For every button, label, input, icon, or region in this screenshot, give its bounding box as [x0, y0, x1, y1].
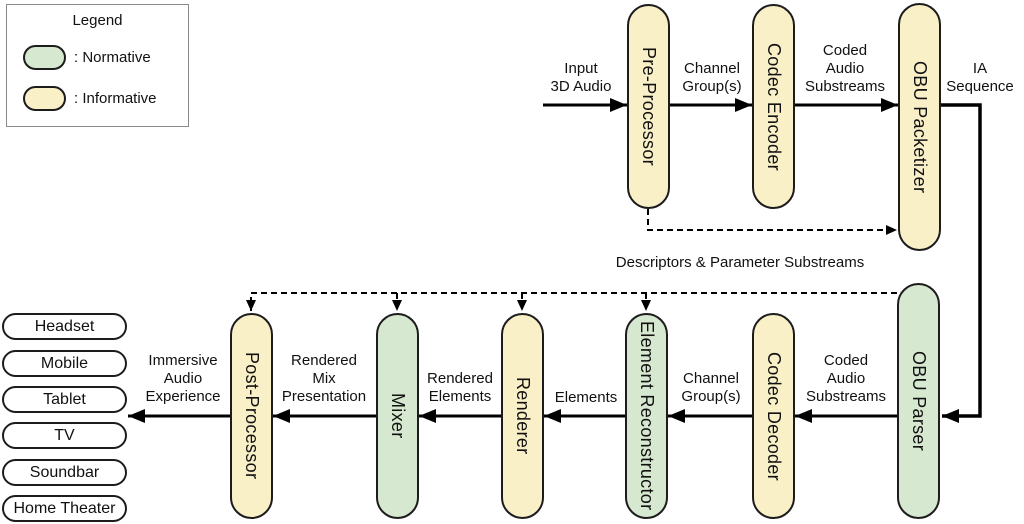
node-post-processor: Post-Processor [230, 313, 273, 519]
label-coded-audio-substreams-dec: Coded Audio Substreams [805, 352, 887, 405]
legend-item-informative: : Informative [23, 86, 188, 111]
node-label: Codec Decoder [764, 351, 784, 481]
label-descriptors: Descriptors & Parameter Substreams [615, 254, 865, 271]
label-immersive-audio-experience: Immersive Audio Experience [145, 352, 221, 405]
device-tv: TV [2, 422, 127, 449]
node-label: Codec Encoder [764, 42, 784, 171]
node-obu-parser: OBU Parser [897, 283, 940, 519]
device-tablet: Tablet [2, 386, 127, 413]
node-label: OBU Parser [909, 350, 929, 452]
arrow-ia-sequence [941, 103, 982, 423]
legend-box: Legend : Normative : Informative [6, 4, 189, 127]
node-renderer: Renderer [501, 313, 544, 519]
legend-item-label: : Informative [74, 90, 157, 107]
node-label: OBU Packetizer [910, 60, 930, 194]
node-obu-packetizer: OBU Packetizer [898, 3, 941, 251]
node-element-reconstructor: Element Reconstructor [625, 313, 668, 519]
label-rendered-mix-presentation: Rendered Mix Presentation [281, 352, 367, 405]
label-input-3d-audio: Input 3D Audio [550, 60, 612, 95]
dashed-preprocessor-to-packetizer [647, 209, 897, 235]
dashed-parser-to-postprocessor [246, 292, 897, 311]
informative-swatch-icon [23, 86, 66, 111]
device-mobile: Mobile [2, 350, 127, 377]
node-label: Post-Processor [242, 352, 262, 480]
label-rendered-elements: Rendered Elements [427, 370, 493, 405]
node-codec-encoder: Codec Encoder [752, 4, 795, 209]
node-codec-decoder: Codec Decoder [752, 313, 795, 519]
device-soundbar: Soundbar [2, 459, 127, 486]
label-ia-sequence: IA Sequence [946, 60, 1014, 95]
label-elements: Elements [554, 389, 618, 406]
normative-swatch-icon [23, 45, 66, 70]
node-label: Element Reconstructor [637, 321, 657, 511]
node-label: Pre-Processor [639, 47, 659, 166]
device-home-theater: Home Theater [2, 495, 127, 522]
device-headset: Headset [2, 313, 127, 340]
legend-item-label: : Normative [74, 49, 151, 66]
node-mixer: Mixer [376, 313, 419, 519]
node-label: Mixer [388, 393, 408, 439]
label-channel-groups-enc: Channel Group(s) [682, 60, 742, 95]
label-coded-audio-substreams-enc: Coded Audio Substreams [804, 42, 886, 95]
node-label: Renderer [513, 377, 533, 455]
label-channel-groups-dec: Channel Group(s) [681, 370, 741, 405]
legend-title: Legend [72, 12, 123, 29]
legend-item-normative: : Normative [23, 45, 188, 70]
node-pre-processor: Pre-Processor [627, 4, 670, 209]
